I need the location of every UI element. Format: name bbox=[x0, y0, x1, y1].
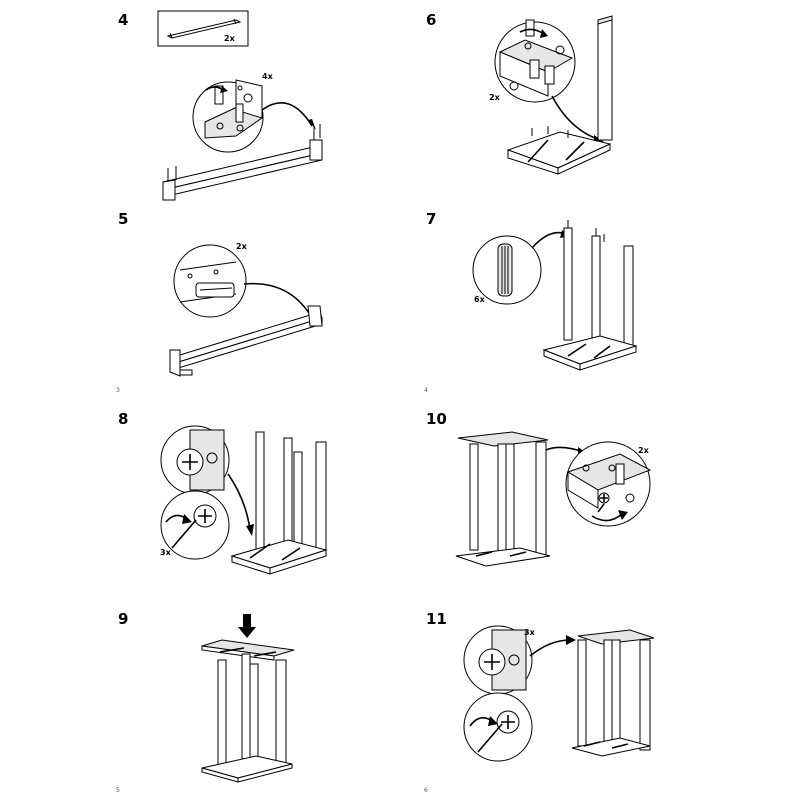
page-number: 3 bbox=[116, 387, 120, 394]
frame-assembly bbox=[201, 639, 295, 783]
curved-rotate-arrow-icon bbox=[591, 513, 623, 522]
cam-lock-callout-top bbox=[160, 425, 230, 495]
rail-assembly bbox=[169, 305, 323, 377]
quantity-label: 2x bbox=[224, 34, 236, 43]
magnifier-callout-icon bbox=[173, 244, 247, 318]
cam-lock-callout-top: 3x bbox=[463, 625, 536, 695]
quantity-label: 3x bbox=[524, 628, 536, 637]
page-number: 5 bbox=[116, 787, 120, 794]
step-6: 6 2x bbox=[426, 11, 613, 175]
quantity-label: 3x bbox=[160, 548, 172, 557]
step-number: 8 bbox=[118, 410, 128, 428]
cam-lock-callout-bottom bbox=[463, 692, 533, 762]
dowel-callout: 2x bbox=[489, 19, 604, 143]
bracket-callout: 4x bbox=[192, 72, 316, 153]
dowel-pin-callout: 6x bbox=[472, 230, 570, 305]
quantity-label: 2x bbox=[638, 446, 650, 455]
step-number: 11 bbox=[426, 610, 447, 628]
quantity-label: 2x bbox=[489, 93, 501, 102]
frame-assembly bbox=[230, 431, 328, 575]
cam-lock-callout-bottom: 3x bbox=[160, 490, 230, 560]
quantity-label: 2x bbox=[236, 242, 248, 251]
step-number: 9 bbox=[118, 610, 128, 628]
step-number: 7 bbox=[426, 210, 436, 228]
screw-callout: 2x bbox=[565, 441, 652, 527]
magnifier-callout-icon bbox=[160, 490, 230, 560]
step-9: 9 5 bbox=[116, 610, 295, 794]
page-number: 6 bbox=[424, 787, 428, 794]
step-7: 7 6x 4 bbox=[424, 210, 638, 394]
page-number: 4 bbox=[424, 387, 428, 394]
panel-assembly bbox=[506, 15, 613, 175]
step-number: 5 bbox=[118, 210, 128, 228]
frame-assembly bbox=[571, 629, 655, 757]
step-10: 10 2x bbox=[426, 410, 652, 567]
arrow-down-icon bbox=[238, 614, 256, 638]
connector-callout: 2x bbox=[173, 242, 316, 322]
step-number: 10 bbox=[426, 410, 447, 428]
step-8: 8 3x bbox=[118, 410, 328, 575]
rail-assembly bbox=[162, 124, 323, 201]
quantity-label: 4x bbox=[262, 72, 274, 81]
frame-assembly bbox=[542, 220, 638, 371]
step-11: 11 3x 6 bbox=[424, 610, 655, 794]
step-number: 4 bbox=[118, 11, 128, 29]
quantity-label: 6x bbox=[474, 295, 486, 304]
step-5: 5 2x 3 bbox=[116, 210, 323, 394]
frame-assembly bbox=[455, 431, 551, 567]
step-number: 6 bbox=[426, 11, 436, 29]
step-4: 4 2x 4x bbox=[118, 10, 323, 201]
part-box: 2x bbox=[157, 10, 249, 47]
